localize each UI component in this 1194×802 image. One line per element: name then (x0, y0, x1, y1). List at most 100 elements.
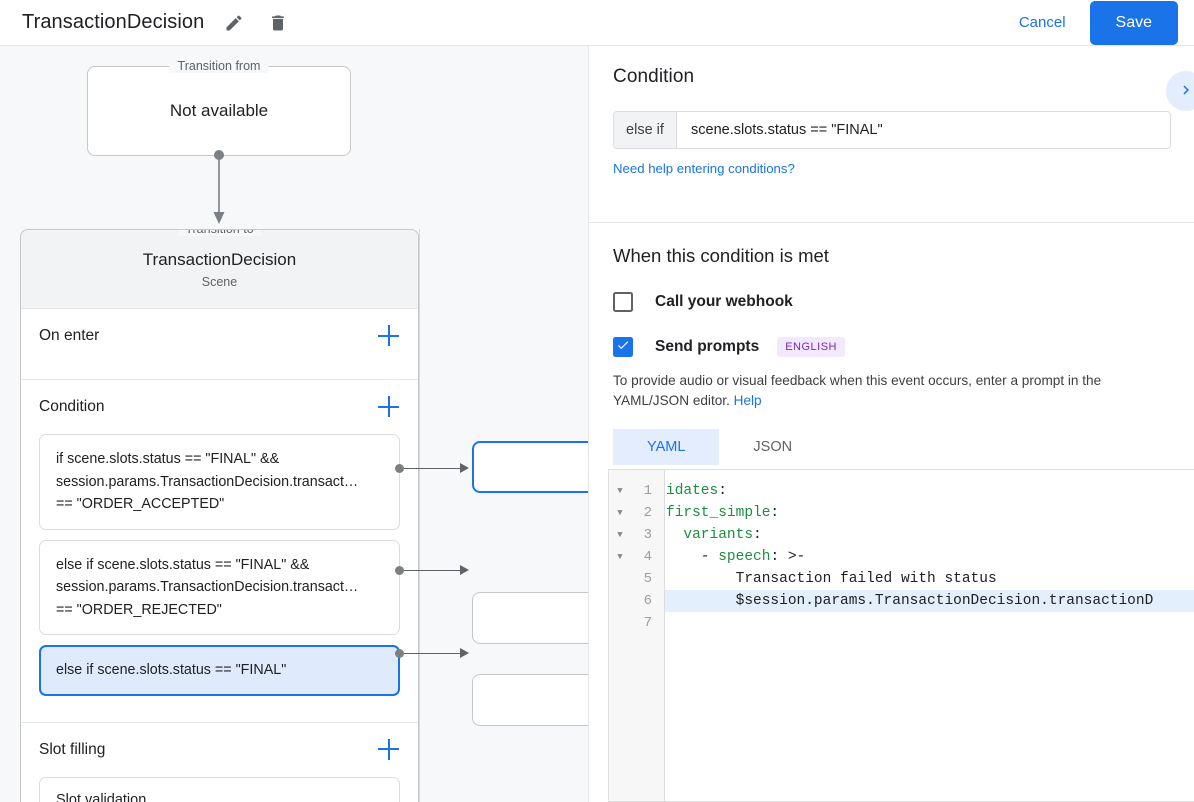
line-number: 1 (643, 483, 652, 499)
condition-3-connector-arrow (460, 648, 469, 658)
scene-title: TransactionDecision (142, 249, 297, 269)
transition-target-box-2[interactable] (472, 592, 588, 644)
gutter-row: ▼3 (609, 524, 664, 546)
yaml-key-token: speech (718, 549, 771, 565)
scene-subtitle: Scene (201, 274, 238, 289)
fold-arrow-icon[interactable]: ▼ (617, 508, 623, 518)
fold-arrow-icon[interactable]: ▼ (617, 552, 623, 562)
section-slot-filling: Slot filling Slot validation (21, 723, 418, 802)
send-prompts-checkbox[interactable] (613, 337, 633, 357)
condition-heading: Condition (613, 66, 695, 87)
editor-format-tabs: YAML JSON (613, 429, 1170, 465)
when-condition-met-section: When this condition is met Call your web… (589, 223, 1194, 465)
condition-2-connector-arrow (460, 565, 469, 575)
add-on-enter-button[interactable] (378, 325, 400, 347)
condition-card-1-line2: session.params.TransactionDecision.trans… (56, 473, 359, 490)
condition-card-2-line3: == "ORDER_REJECTED" (56, 601, 222, 618)
condition-1-connector-dot (395, 464, 404, 473)
section-title-slot-filling: Slot filling (39, 740, 106, 758)
collapse-panel-button[interactable] (1166, 71, 1194, 111)
scene-header[interactable]: TransactionDecision Scene (21, 230, 418, 309)
condition-help-link[interactable]: Need help entering conditions? (613, 161, 795, 176)
line-number: 5 (643, 571, 652, 587)
tab-json[interactable]: JSON (719, 429, 826, 465)
condition-input-row[interactable]: else if (613, 111, 1171, 149)
condition-card-2-line2: session.params.TransactionDecision.trans… (56, 579, 359, 595)
cancel-button[interactable]: Cancel (1009, 6, 1076, 39)
transition-from-box: Transition from Not available (87, 59, 351, 156)
edit-name-button[interactable] (220, 9, 248, 37)
language-badge: ENGLISH (777, 337, 845, 357)
code-line[interactable]: variants: (683, 527, 762, 543)
code-line[interactable]: Transaction failed with status (666, 571, 997, 587)
gutter-row: ▼1 (609, 480, 664, 502)
gutter-row: ▼4 (609, 546, 664, 568)
delete-button[interactable] (264, 9, 292, 37)
gutter-row: ▼2 (609, 502, 664, 524)
panel-divider (589, 222, 1194, 223)
gutter-row: 6 (609, 590, 664, 612)
condition-expression-input[interactable] (677, 112, 1170, 148)
send-prompts-row[interactable]: Send prompts ENGLISH (613, 337, 1170, 357)
add-condition-button[interactable] (378, 396, 400, 418)
webhook-row[interactable]: Call your webhook (613, 292, 1170, 312)
editor-code-area[interactable]: idates: first_simple: variants: - speech:… (665, 470, 1194, 801)
condition-card-1-line3: == "ORDER_ACCEPTED" (56, 496, 225, 512)
gutter-row: 5 (609, 568, 664, 590)
fold-arrow-icon[interactable]: ▼ (617, 530, 623, 540)
checkmark-icon (616, 338, 630, 357)
yaml-key-token: variants (683, 527, 754, 543)
transition-target-box-1[interactable] (472, 441, 588, 493)
section-on-enter: On enter (21, 309, 418, 380)
condition-2-connector-dot (395, 566, 404, 575)
transition-connector-arrow (213, 150, 225, 224)
condition-card-1[interactable]: if scene.slots.status == "FINAL" && sess… (39, 434, 400, 530)
gutter-row: 7 (609, 612, 664, 634)
condition-3-connector-dot (395, 649, 404, 658)
send-prompts-label: Send prompts (655, 338, 760, 355)
code-line[interactable]: - speech: >- (666, 549, 806, 565)
line-number: 2 (643, 505, 652, 521)
code-line[interactable] (665, 612, 1194, 634)
page-title: TransactionDecision (22, 11, 205, 33)
code-line[interactable]: $session.params.TransactionDecision.tran… (665, 590, 1194, 612)
fold-arrow-icon[interactable]: ▼ (617, 486, 623, 496)
scene-card: Transition to TransactionDecision Scene … (20, 229, 419, 802)
condition-card-3[interactable]: else if scene.slots.status == "FINAL" (39, 645, 400, 696)
transition-to-legend: Transition to (177, 230, 262, 236)
condition-card-1-line1: if scene.slots.status == "FINAL" && (56, 451, 280, 467)
line-number: 7 (643, 615, 652, 631)
send-prompts-help-link[interactable]: Help (733, 393, 762, 408)
connector-rail (419, 229, 420, 802)
condition-expression-section: Condition else if Need help entering con… (589, 46, 1194, 222)
section-title-condition: Condition (39, 398, 105, 415)
code-line[interactable]: idates: (666, 483, 727, 499)
when-condition-met-heading: When this condition is met (613, 245, 829, 266)
top-bar: TransactionDecision Cancel Save (0, 0, 1194, 46)
transition-target-box-3[interactable] (472, 674, 588, 726)
slot-validation-card[interactable]: Slot validation (39, 776, 400, 802)
condition-card-3-line1: else if scene.slots.status == "FINAL" (56, 662, 287, 678)
flow-canvas[interactable]: Transition from Not available Transition… (0, 46, 588, 802)
pencil-icon (224, 13, 244, 33)
line-number: 4 (643, 549, 652, 565)
section-condition: Condition if scene.slots.status == "FINA… (21, 380, 418, 723)
chevron-right-icon (1177, 81, 1194, 102)
condition-3-connector-line (404, 653, 460, 655)
condition-card-2[interactable]: else if scene.slots.status == "FINAL" &&… (39, 539, 400, 635)
tab-yaml[interactable]: YAML (613, 429, 720, 465)
add-slot-filling-button[interactable] (378, 738, 400, 761)
trash-icon (268, 13, 288, 33)
call-webhook-checkbox[interactable] (613, 292, 633, 312)
yaml-key-token: first_simple (666, 505, 771, 521)
code-line[interactable]: first_simple: (666, 505, 780, 521)
section-title-on-enter: On enter (39, 327, 100, 344)
condition-2-connector-line (404, 570, 460, 572)
line-number: 3 (643, 527, 652, 543)
transition-from-value: Not available (169, 101, 269, 120)
yaml-key-token: idates (666, 483, 719, 499)
condition-1-connector-line (404, 468, 460, 470)
save-button[interactable]: Save (1089, 0, 1178, 45)
